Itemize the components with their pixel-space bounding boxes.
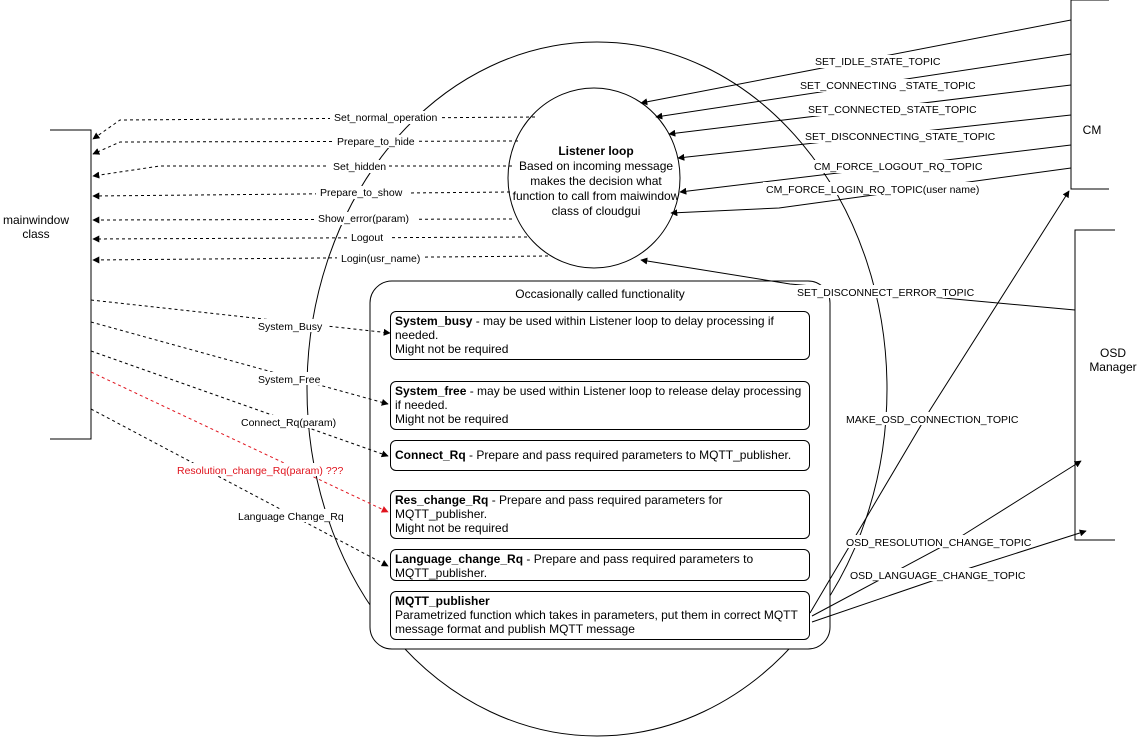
topic-arrow-disconnect-error (640, 257, 1076, 311)
function-name: Language_change_Rq (395, 552, 524, 566)
call-language-change (90, 408, 389, 567)
cm-label: CM (1076, 123, 1108, 137)
arrow-logout (92, 235, 528, 243)
label-osd-resolution-change-topic: OSD_RESOLUTION_CHANGE_TOPIC (846, 537, 1032, 549)
mainwindow-label-line2: class (22, 227, 50, 241)
label-resolution-change-rq: Resolution_change_Rq(param) ??? (177, 465, 344, 477)
label-system-busy: System_Busy (258, 321, 323, 333)
function-box-language-change-rq: Language_change_Rq - Prepare and pass re… (390, 549, 810, 581)
mainwindow-label-line1: mainwindow (2, 213, 70, 227)
label-cm-force-login-topic: CM_FORCE_LOGIN_RQ_TOPIC(user name) (766, 184, 979, 196)
arrow-login (92, 255, 549, 264)
call-resolution-change (90, 371, 389, 513)
function-desc: - may be used within Listener loop to re… (395, 384, 802, 412)
label-osd-language-change-topic: OSD_LANGUAGE_CHANGE_TOPIC (850, 570, 1026, 582)
function-desc: - Prepare and pass required parameters f… (395, 493, 723, 521)
arrow-prepare-to-show (92, 191, 511, 200)
function-desc: - Prepare and pass required parameters t… (465, 448, 792, 462)
function-note: Might not be required (395, 342, 509, 356)
osd-manager-label: OSD Manager (1080, 346, 1146, 374)
call-system-free (90, 321, 389, 406)
label-set-disconnecting-state-topic: SET_DISCONNECTING_STATE_TOPIC (805, 131, 996, 143)
label-connect-rq: Connect_Rq(param) (241, 417, 336, 429)
function-desc: - Prepare and pass required parameters t… (395, 552, 754, 580)
function-name: Res_change_Rq (395, 493, 489, 507)
call-connect-rq (90, 350, 389, 458)
mainwindow-bracket (50, 129, 92, 440)
label-login: Login(usr_name) (341, 253, 420, 265)
label-set-connected-state-topic: SET_CONNECTED_STATE_TOPIC (808, 104, 977, 116)
listener-loop-title: Listener loop (558, 144, 634, 158)
cm-label-text: CM (1082, 123, 1102, 137)
arrow-set-hidden (92, 165, 512, 179)
label-set-hidden: Set_hidden (333, 161, 386, 173)
topic-arrow-force-login (670, 167, 1072, 217)
listener-loop-description: Based on incoming message makes the deci… (512, 159, 680, 218)
function-box-mqtt-publisher: MQTT_publisher Parametrized function whi… (390, 591, 810, 640)
label-prepare-to-show: Prepare_to_show (320, 187, 403, 199)
function-box-system-busy: System_busy - may be used within Listene… (390, 311, 810, 360)
occasional-functionality-title: Occasionally called functionality (515, 287, 685, 301)
function-name: System_busy (395, 314, 473, 328)
arrow-prepare-to-hide (92, 140, 519, 155)
function-desc: Parametrized function which takes in par… (395, 608, 798, 636)
function-box-connect-rq: Connect_Rq - Prepare and pass required p… (390, 440, 810, 471)
label-set-idle-state-topic: SET_IDLE_STATE_TOPIC (815, 56, 941, 68)
mainwindow-class-label: mainwindow class (0, 213, 72, 241)
listener-loop-circle (507, 87, 681, 269)
function-box-res-change-rq: Res_change_Rq - Prepare and pass require… (390, 490, 810, 539)
function-desc: - may be used within Listener loop to de… (395, 314, 774, 342)
listener-loop-text: Listener loop Based on incoming message … (508, 144, 684, 219)
label-cm-force-logout-topic: CM_FORCE_LOGOUT_RQ_TOPIC (814, 161, 983, 173)
label-language-change-rq: Language Change_Rq (238, 511, 344, 523)
label-set-connecting-state-topic: SET_CONNECTING _STATE_TOPIC (800, 80, 976, 92)
label-make-osd-connection-topic: MAKE_OSD_CONNECTION_TOPIC (846, 414, 1019, 426)
call-system-busy (90, 299, 391, 336)
osd-label-line2: Manager (1089, 360, 1137, 374)
function-box-system-free: System_free - may be used within Listene… (390, 381, 810, 430)
osd-bracket (1074, 229, 1115, 541)
label-set-disconnect-error-topic: SET_DISCONNECT_ERROR_TOPIC (797, 287, 975, 299)
cm-bracket (1070, 0, 1109, 190)
function-note: Might not be required (395, 412, 509, 426)
function-name: Connect_Rq (395, 448, 466, 462)
function-name: MQTT_publisher (395, 594, 490, 608)
label-show-error: Show_error(param) (318, 213, 409, 225)
label-system-free: System_Free (258, 374, 321, 386)
function-note: Might not be required (395, 521, 509, 535)
label-set-normal-operation: Set_normal_operation (334, 112, 437, 124)
arrow-show-error (92, 216, 513, 224)
function-name: System_free (395, 384, 467, 398)
osd-label-line1: OSD (1099, 346, 1126, 360)
application-boundary-ellipse (306, 41, 888, 737)
label-prepare-to-hide: Prepare_to_hide (337, 136, 415, 148)
topic-arrow-make-osd-connection (809, 190, 1070, 614)
label-logout: Logout (351, 232, 383, 244)
arrow-set-normal-operation (92, 116, 536, 140)
